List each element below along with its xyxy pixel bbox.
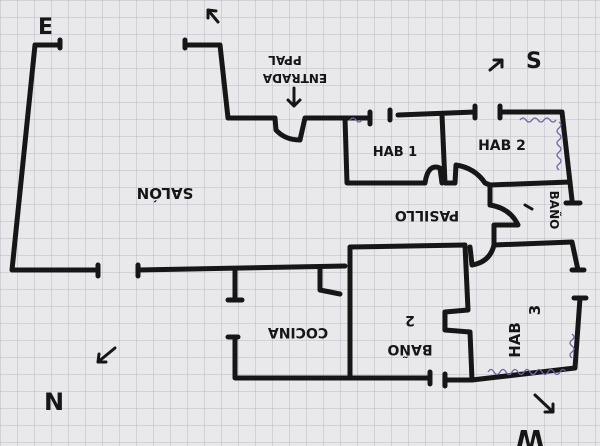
compass-east: E (38, 15, 53, 40)
labels: E S N W ENTRADA PPAL SALÓN HAB 1 HAB 2 P… (38, 15, 562, 446)
walls (9, 37, 589, 389)
room-label-cocina: COCINA (268, 324, 328, 340)
arrow-south-icon (488, 58, 504, 72)
entrance-label: ENTRADA (262, 71, 327, 85)
entrance-label-ppal: PPAL (268, 53, 302, 67)
compass-arrows (96, 8, 555, 414)
room-label-salon: SALÓN (137, 184, 194, 203)
room-label-bano2-number: 2 (405, 312, 415, 328)
entrance-arrow-icon (286, 86, 302, 108)
arrow-top-icon (206, 8, 220, 24)
radiators (349, 117, 575, 376)
room-label-hab2: HAB 2 (478, 138, 526, 154)
arrow-north-icon (96, 346, 117, 364)
room-label-bano2: BAÑO (387, 341, 432, 358)
arrow-west-icon (533, 393, 555, 414)
room-label-pasillo: PASILLO (395, 207, 459, 223)
compass-west: W (516, 423, 545, 446)
room-label-hab1: HAB 1 (373, 145, 417, 160)
room-label-bano: BAÑO (547, 191, 562, 230)
room-label-hab3: HAB (506, 322, 524, 358)
compass-north: N (44, 388, 64, 416)
compass-south: S (526, 49, 542, 74)
room-label-hab3-number: 3 (526, 305, 544, 315)
